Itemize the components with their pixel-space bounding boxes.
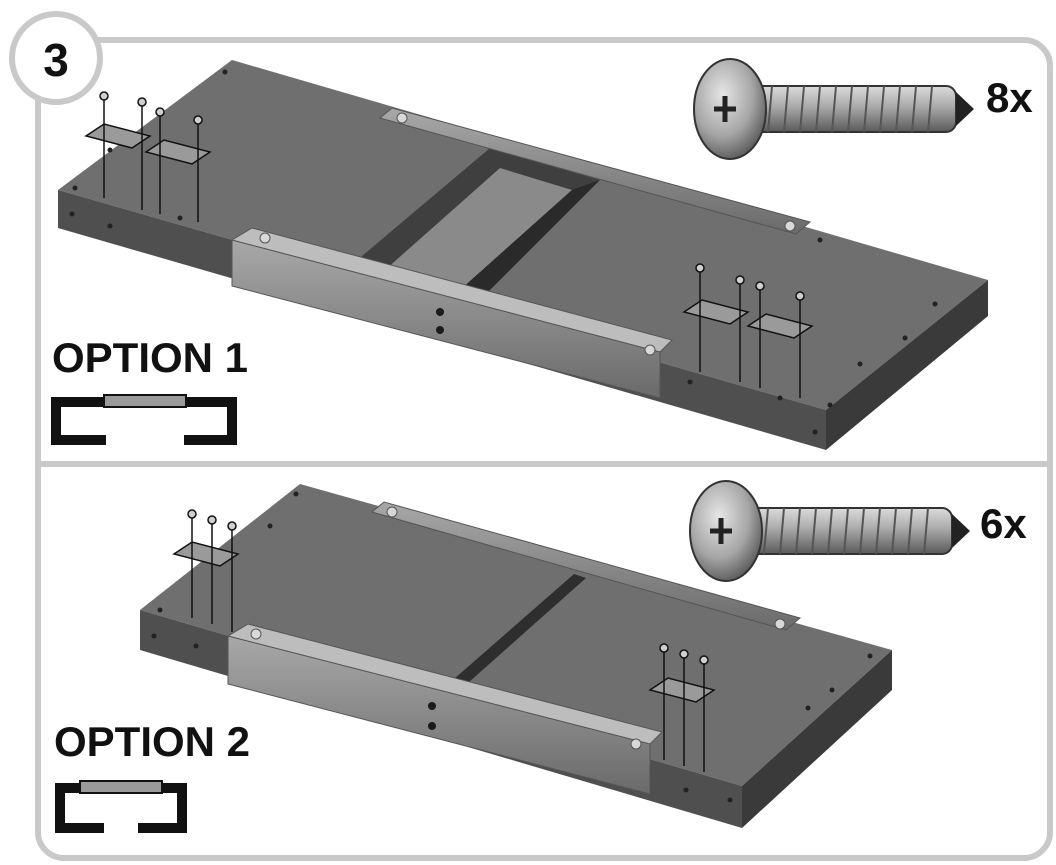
screw-quantity-option-1: 8x bbox=[986, 74, 1033, 121]
instruction-frame bbox=[35, 37, 1053, 861]
option-2-label: OPTION 2 bbox=[54, 718, 250, 765]
panel-option-2: 6x OPTION 2 bbox=[54, 480, 1027, 833]
bracket-schematic-icon-option-1 bbox=[51, 394, 237, 445]
pan-head-screw-icon bbox=[693, 58, 974, 160]
screw-quantity-option-2: 6x bbox=[980, 500, 1027, 547]
bracket-schematic-icon-option-2 bbox=[55, 780, 187, 833]
pan-head-screw-icon bbox=[689, 480, 970, 582]
panel-option-1: 8x OPTION 1 bbox=[51, 58, 1033, 450]
option-1-label: OPTION 1 bbox=[52, 334, 248, 381]
bracket-group-option-2 bbox=[172, 509, 716, 772]
step-number: 3 bbox=[43, 34, 69, 86]
step-badge: 3 bbox=[9, 11, 103, 105]
bracket-group-option-1 bbox=[84, 91, 814, 398]
